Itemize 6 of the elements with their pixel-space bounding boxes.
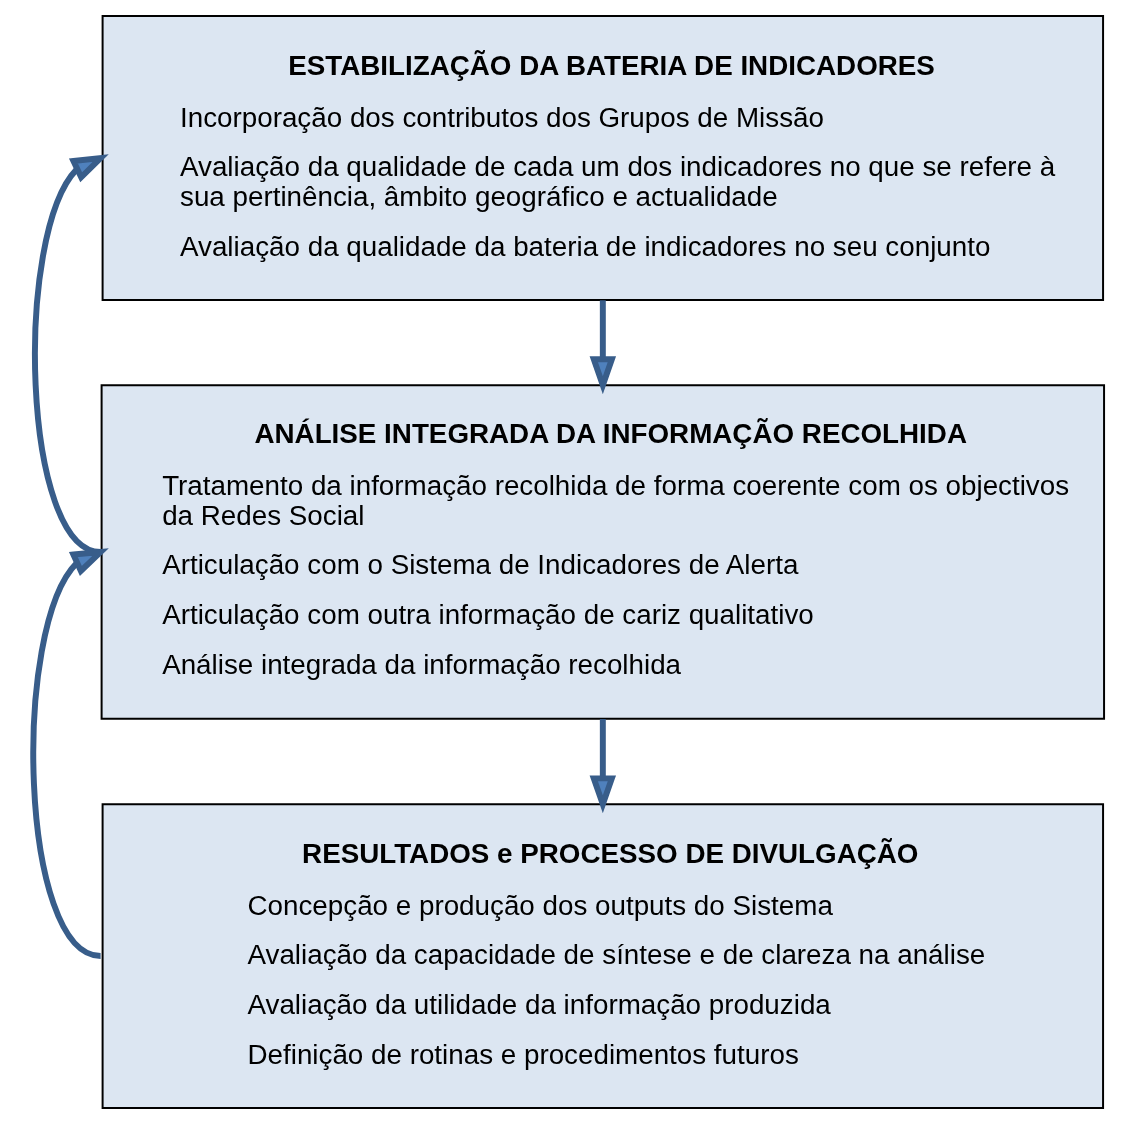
arrow — [589, 719, 617, 814]
arrow — [30, 548, 109, 959]
node-box: RESULTADOS e PROCESSO DE DIVULGAÇÃO Concepção e produção dos outputs do Sistema Avaliação da capacidade de síntese e de clareza na análise Avaliação da utilidade da informação produzida Definição de rotinas e procedimentos futuros — [101, 803, 1105, 1109]
arrow — [589, 300, 617, 395]
node-box: ANÁLISE INTEGRADA DA INFORMAÇÃO RECOLHIDA Tratamento da informação recolhida de forma coerente com os objectivos da Redes Social Articulação com o Sistema de Indicadores de Alerta Articulação com outra informação de cariz qualitativo Análise integrada da informação recolhida — [100, 384, 1106, 720]
node-box: ESTABILIZAÇÃO DA BATERIA DE INDICADORES Incorporação dos contributos dos Grupos de Missão Avaliação da qualidade de cada um dos indicadores no que se refere à sua pertinência, âmbito geográfico e actualidade Avaliação da qualidade da bateria de indicadores no seu conjunto — [101, 15, 1105, 301]
